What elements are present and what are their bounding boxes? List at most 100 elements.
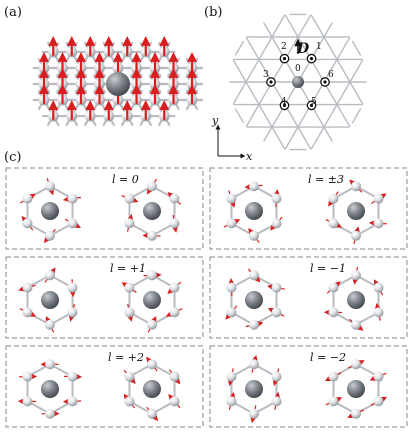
- panel-b-site-markers: [266, 53, 330, 111]
- atom: [147, 319, 157, 330]
- atom: [373, 396, 384, 407]
- atom: [271, 193, 282, 204]
- atom: [147, 359, 157, 370]
- site-marker-dot: [269, 80, 273, 84]
- atom: [226, 218, 237, 229]
- panel-b-site-2: 2: [281, 42, 287, 52]
- atom: [328, 193, 339, 204]
- atom: [45, 408, 55, 419]
- site-marker-dot: [309, 57, 314, 61]
- central-atom: [41, 291, 59, 309]
- atom: [22, 307, 33, 318]
- mode-box-l0: [5, 167, 204, 250]
- panel-b-bonds: [229, 13, 367, 151]
- lattice-line: [284, 14, 351, 128]
- panel-b-center-index: 0: [295, 64, 301, 74]
- atom: [45, 230, 55, 241]
- atom: [124, 307, 135, 318]
- atom: [328, 371, 339, 382]
- panel-a-central-atom: [106, 72, 130, 96]
- panel-b-y-label: y: [211, 114, 219, 127]
- mode-box-lm1: [209, 256, 408, 339]
- atom: [351, 270, 361, 281]
- panel-c: (c) l = 0 l = ±3 l = +1 l = −1 l = +2 l …: [4, 150, 408, 428]
- mode-label-lm1: l = −1: [310, 262, 346, 275]
- panel-b-label: (b): [204, 5, 222, 20]
- atom: [67, 282, 78, 293]
- panel-b-x-label: x: [246, 150, 253, 163]
- atom: [147, 408, 157, 419]
- atom: [67, 371, 78, 382]
- lattice-line: [284, 36, 351, 150]
- atom: [124, 282, 135, 293]
- atom: [226, 282, 237, 293]
- central-atom: [347, 380, 365, 398]
- atom: [45, 181, 55, 192]
- atom: [169, 371, 180, 382]
- central-atom: [143, 380, 161, 398]
- hexagon-cluster: [20, 178, 82, 244]
- hexagon-cluster: [18, 267, 78, 333]
- atom: [351, 408, 361, 419]
- atom: [373, 371, 384, 382]
- atom: [124, 218, 135, 229]
- atom: [249, 230, 259, 241]
- panel-a-label: (a): [4, 5, 22, 20]
- panel-c-label: (c): [4, 150, 21, 165]
- atom: [373, 193, 384, 204]
- central-atom: [347, 291, 365, 309]
- site-marker-dot: [282, 57, 287, 61]
- atom: [169, 218, 180, 229]
- panel-a-spins: [39, 35, 197, 121]
- atom: [351, 359, 361, 370]
- atom: [67, 396, 78, 407]
- lattice-line: [351, 40, 362, 56]
- atom: [169, 396, 180, 407]
- panel-a: (a): [4, 5, 204, 126]
- hexagon-cluster: [325, 179, 388, 245]
- mode-label-lm2: l = −2: [310, 351, 346, 364]
- atom: [45, 359, 55, 370]
- atom: [147, 181, 157, 192]
- atom: [22, 396, 33, 407]
- site-marker-dot: [309, 103, 314, 107]
- atom: [169, 307, 180, 318]
- hexagon-cluster: [324, 359, 388, 419]
- panel-b-site-1: 1: [316, 42, 322, 52]
- atom: [328, 396, 339, 407]
- atom: [67, 193, 78, 204]
- atom: [249, 359, 259, 370]
- atom: [249, 319, 259, 330]
- atom: [271, 371, 282, 382]
- mode-box-lpm3: [209, 167, 408, 250]
- atom: [226, 371, 237, 382]
- panel-b-site-4: 4: [281, 97, 287, 107]
- atom: [22, 282, 33, 293]
- lattice-line: [351, 108, 362, 124]
- atom: [45, 319, 55, 330]
- hexagon-cluster: [223, 181, 283, 243]
- atom: [124, 371, 135, 382]
- central-atom: [347, 202, 365, 220]
- central-atom: [143, 202, 161, 220]
- atom: [271, 307, 282, 318]
- hexagon-cluster: [17, 359, 83, 419]
- mode-label-lpm3: l = ±3: [308, 173, 344, 186]
- panel-b-d-label: D: [296, 41, 310, 57]
- panel-b-site-3: 3: [263, 70, 269, 80]
- mode-label-lp1: l = +1: [110, 262, 146, 275]
- hexagon-cluster: [123, 356, 181, 422]
- atom: [328, 307, 339, 318]
- atom: [169, 193, 180, 204]
- atom: [147, 270, 157, 281]
- site-marker-dot: [323, 80, 327, 84]
- mode-box-lp1: [5, 256, 204, 339]
- mode-label-lp2: l = +2: [108, 351, 144, 364]
- lattice-line: [245, 14, 312, 128]
- central-atom: [245, 291, 263, 309]
- atom: [328, 218, 339, 229]
- atom: [22, 218, 33, 229]
- atom: [226, 396, 237, 407]
- lattice-line: [310, 59, 364, 150]
- hexagon-cluster: [225, 268, 285, 330]
